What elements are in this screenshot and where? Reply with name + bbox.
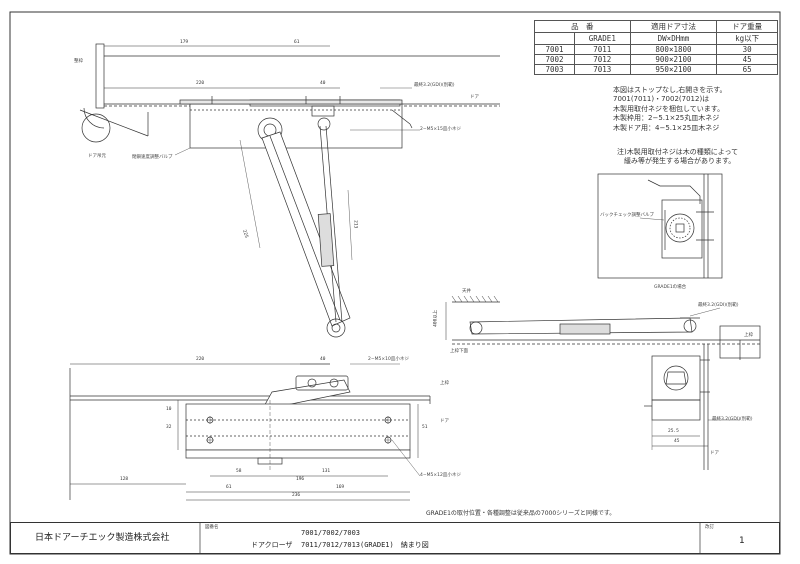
spec-model: 7003 (534, 64, 575, 75)
detail-caption: GRADE1の場合 (654, 285, 687, 290)
spec-row: 7002 7012 900×2100 45 (534, 54, 778, 65)
label-frame-front: 上枠 (440, 381, 449, 386)
dim-169: 169 (336, 485, 345, 490)
spec-table: 品 番 適用ドア寸法 ドア重量 GRADE1 DW×DHmm kg以下 7001… (534, 20, 778, 75)
spec-weight: 65 (716, 64, 778, 75)
dim-25-5: 25.5 (668, 429, 679, 434)
note-line: 木製ドア用：4−5.1×25皿木ネジ (613, 123, 720, 132)
dim-131: 131 (322, 469, 331, 474)
label-screw-side-top: 最終3.2(GDI)(別範) (698, 303, 739, 308)
dim-45: 45 (674, 439, 680, 444)
spec-weight: 30 (716, 44, 778, 55)
spec-header-door-size: 適用ドア寸法 (629, 20, 718, 33)
spec-row: 7003 7013 950×2100 65 (534, 64, 778, 75)
spec-header-size-unit: DW×DHmm (629, 32, 718, 45)
dim-40-top: 40 (320, 81, 326, 86)
label-door-front: ドア (440, 419, 449, 424)
dim-128: 128 (120, 477, 129, 482)
dim-400: 400以上 (433, 309, 439, 327)
front-view (69, 363, 431, 501)
label-ceiling: 天井 (462, 289, 471, 294)
caution-line: 緩み等が発生する場合があります。 (617, 157, 736, 166)
spec-header-weight: ドア重量 (716, 20, 778, 33)
models-line1: 7001/7002/7003 (301, 529, 361, 537)
dim-32: 32 (166, 425, 172, 430)
side-view (445, 295, 761, 470)
top-view (79, 43, 500, 338)
dim-51: 51 (422, 425, 428, 430)
spec-row: 7001 7011 800×1800 30 (534, 44, 778, 55)
models-line2: 7011/7012/7013(GRADE1) 納まり図 (301, 541, 429, 549)
grade-note: GRADE1の取付位置・各種調整は従来品の7000シリーズと同様です。 (426, 510, 616, 517)
dim-61-front: 61 (226, 485, 232, 490)
detail-view (597, 173, 723, 279)
dim-196: 196 (296, 477, 305, 482)
label-frame-side: 上枠 (744, 333, 753, 338)
spec-size: 900×2100 (629, 54, 718, 65)
dim-220-front: 220 (196, 357, 205, 362)
dim-220-top: 220 (196, 81, 205, 86)
sheet-number: 1 (739, 536, 745, 546)
spec-model: 7001 (534, 44, 575, 55)
spec-size: 950×2100 (629, 64, 718, 75)
spec-weight: 45 (716, 54, 778, 65)
label-screw-front-bottom: 4−M5×12皿小ネジ (420, 473, 461, 478)
dim-58: 58 (236, 469, 242, 474)
title-block: 日本ドアーチエック製造株式会社 図番名 ドアクローザ 7001/7002/700… (10, 522, 780, 554)
spec-header-weight-unit: kg以下 (716, 32, 778, 45)
dim-40-front: 40 (320, 357, 326, 362)
label-screw-top: 2−M5×15皿小ネジ (420, 127, 461, 132)
label-door-side: ドア (710, 451, 719, 456)
caution-line: 注)木製用取付ネジは木の種類によって (617, 148, 739, 156)
spec-size: 800×1800 (629, 44, 718, 55)
note-line: 木製枠用：2−5.1×25丸皿木ネジ (613, 114, 720, 123)
spec-header-grade: GRADE1 (573, 32, 631, 45)
spec-model: 7002 (534, 54, 575, 65)
label-backcheck-valve: バックチェック調整バルブ (600, 213, 654, 218)
company-name: 日本ドアーチエック製造株式会社 (35, 533, 170, 543)
spec-grade1: 7013 (573, 64, 631, 75)
note-line: 本図はストップなし,右開きを示す。 (613, 86, 727, 94)
install-notes: 本図はストップなし,右開きを示す。 7001(7011)・7002(7012)は… (613, 86, 727, 133)
sheet-border (9, 11, 781, 555)
spec-grade1: 7012 (573, 54, 631, 65)
dim-10: 10 (166, 407, 172, 412)
spec-grade1: 7011 (573, 44, 631, 55)
label-screw-front-top: 2−M5×10皿小ネジ (368, 357, 409, 362)
spec-header-part: 品 番 (534, 20, 631, 33)
note-line: 木製用取付ネジを梱包しています。 (613, 104, 725, 113)
label-door-top: ドア (470, 95, 479, 100)
label-door-edge: ドア吊元 (88, 154, 106, 159)
note-line: 7001(7011)・7002(7012)は (613, 95, 710, 104)
label-lower-frame: 上枠下面 (450, 349, 468, 354)
spec-header-blank (534, 32, 575, 45)
dim-236: 236 (292, 493, 301, 498)
label-speed-valve: 閉鎖速度調整バルブ (132, 155, 173, 160)
title-block-lines (199, 522, 701, 554)
label-drawing-name: 図番名 (205, 525, 219, 530)
label-screw-note-top: 最終3.2(GDI)(別範) (414, 83, 455, 88)
product-name: ドアクローザ (251, 541, 293, 549)
label-frame-top: 整枠 (74, 59, 83, 64)
label-screw-side-bottom: 最終3.2(GDI)(別範) (712, 417, 753, 422)
dim-179: 179 (180, 40, 189, 45)
caution-notes: 注)木製用取付ネジは木の種類によって 緩み等が発生する場合があります。 (617, 148, 738, 167)
label-sheet: 改訂 (705, 525, 714, 530)
dim-61-top: 61 (294, 40, 300, 45)
dim-rod: 213 (352, 220, 358, 229)
